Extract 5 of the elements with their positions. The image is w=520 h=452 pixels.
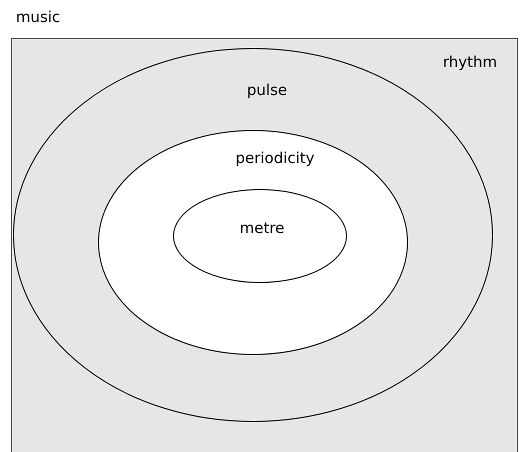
set-label: rhythm <box>442 53 498 71</box>
set-label: metre <box>240 219 284 237</box>
set-label: periodicity <box>235 149 315 167</box>
set-heading: music <box>16 8 60 26</box>
set-label: pulse <box>246 81 288 99</box>
